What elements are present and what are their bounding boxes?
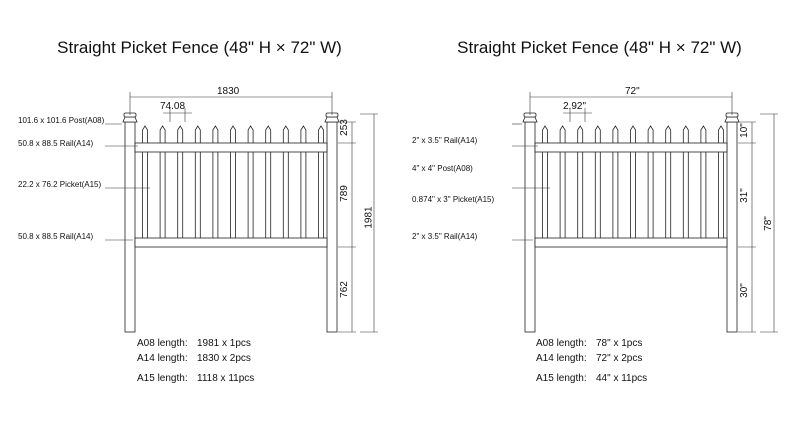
dimension-lines (105, 92, 378, 333)
diagram-title: Straight Picket Fence (48" H × 72" W) (57, 38, 342, 57)
dim-picket-gap: 2.92" (563, 101, 587, 112)
spec-a08: A08 length:1981 x 1pcs (137, 338, 251, 349)
dim-top: 253 (338, 119, 350, 136)
post (726, 121, 738, 333)
rail (534, 142, 728, 153)
dimension-lines (512, 92, 778, 333)
spec-a08: A08 length:78" x 1pcs (536, 338, 643, 349)
callout-post: 101.6 x 101.6 Post(A08) (18, 116, 105, 125)
callout-picket: 22.2 x 76.2 Picket(A15) (18, 180, 102, 189)
post (326, 121, 338, 333)
spec-a15: A15 length:1118 x 11pcs (137, 373, 255, 384)
fence-structure (122, 112, 340, 333)
post-cap (324, 116, 340, 123)
dim-bottom: 762 (338, 281, 350, 298)
spec-a14: A14 length:72" x 2pcs (536, 353, 643, 364)
callout-picket: 0.874" x 3" Picket(A15) (412, 195, 495, 204)
dim-bottom: 30" (738, 283, 750, 298)
dim-top: 10" (738, 123, 750, 138)
post-cap (122, 116, 138, 123)
fence-structure (522, 112, 740, 333)
post (124, 121, 136, 333)
spec-a15: A15 length:44" x 11pcs (536, 373, 648, 384)
dim-width: 1830 (217, 86, 240, 97)
fence-diagram-metric: Straight Picket Fence (48" H × 72" W) 10… (0, 0, 399, 421)
post-cap (522, 116, 538, 123)
diagram-title: Straight Picket Fence (48" H × 72" W) (457, 38, 742, 57)
callout-bottom-rail: 50.8 x 88.5 Rail(A14) (18, 232, 94, 241)
callout-bottom-rail: 2" x 3.5" Rail(A14) (412, 232, 478, 241)
rail (134, 237, 328, 248)
dim-middle: 789 (338, 185, 350, 202)
dim-picket-gap: 74.08 (160, 101, 186, 112)
dim-total: 1981 (363, 206, 375, 229)
fence-drawing (105, 92, 378, 333)
callout-top-rail: 50.8 x 88.5 Rail(A14) (18, 139, 94, 148)
dim-total: 78" (762, 216, 774, 231)
rail (534, 237, 728, 248)
post (524, 121, 536, 333)
dim-width: 72" (625, 86, 640, 97)
rail (134, 142, 328, 153)
spec-a14: A14 length:1830 x 2pcs (137, 353, 251, 364)
dim-middle: 31" (738, 188, 750, 203)
fence-diagram-imperial: Straight Picket Fence (48" H × 72" W) 2"… (400, 0, 799, 421)
callout-post: 4" x 4" Post(A08) (412, 164, 473, 173)
post-cap (724, 116, 740, 123)
callout-top-rail: 2" x 3.5" Rail(A14) (412, 136, 478, 145)
fence-drawing (512, 92, 778, 333)
